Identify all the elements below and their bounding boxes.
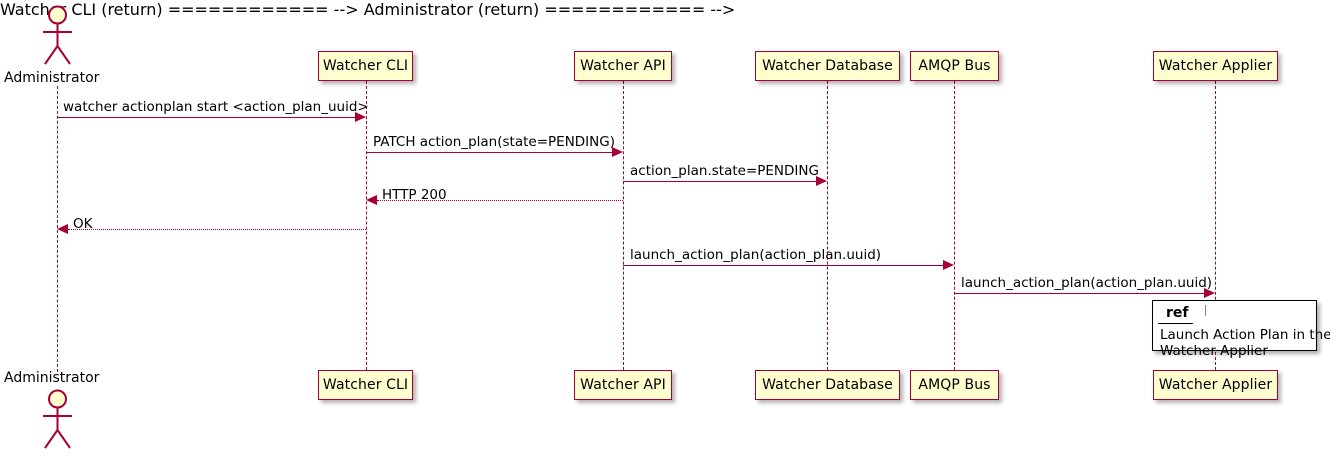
lifeline-watcher-database [827,81,828,370]
lifeline-watcher-cli [366,81,367,370]
message-arrowhead-7 [1204,288,1215,298]
participant-watcher-applier-bottom[interactable]: Watcher Applier [1153,370,1278,400]
participant-watcher-api-top[interactable]: Watcher API [574,51,672,81]
message-arrowhead-1 [355,112,366,122]
message-label-6: launch_action_plan(action_plan.uuid) [630,247,882,263]
actor-label-administrator-top: Administrator [4,70,100,86]
message-line-2 [366,152,612,153]
message-line-4 [377,200,623,201]
actor-stick-figure-icon [43,5,72,65]
participant-amqp-bus-top[interactable]: AMQP Bus [910,51,999,81]
message-line-1 [57,117,355,118]
lifeline-watcher-api [623,81,624,370]
message-arrowhead-2 [612,147,623,157]
message-arrowhead-3 [816,176,827,186]
participant-watcher-applier-top[interactable]: Watcher Applier [1153,51,1278,81]
lifeline-watcher-applier [1215,81,1216,370]
message-arrowhead-4 [366,195,377,205]
participant-watcher-cli-top[interactable]: Watcher CLI [318,51,413,81]
message-label-2: PATCH action_plan(state=PENDING) [373,134,615,150]
message-line-3 [623,181,816,182]
message-label-5: OK [73,216,93,232]
ref-fragment-box[interactable]: ref Launch Action Plan in the Watcher Ap… [1152,300,1330,359]
message-label-3: action_plan.state=PENDING [630,163,819,179]
ref-fragment-text: Launch Action Plan in the Watcher Applie… [1160,327,1330,359]
participant-watcher-cli-bottom[interactable]: Watcher CLI [318,370,413,400]
participant-watcher-database-top[interactable]: Watcher Database [755,51,900,81]
message-label-1: watcher actionplan start <action_plan_uu… [63,99,369,115]
message-arrowhead-6 [943,260,954,270]
message-arrowhead-5 [57,224,68,234]
participant-amqp-bus-bottom[interactable]: AMQP Bus [910,370,999,400]
participant-watcher-database-bottom[interactable]: Watcher Database [755,370,900,400]
ref-fragment-keyword: ref [1158,305,1206,324]
message-line-6 [623,265,943,266]
message-label-7: launch_action_plan(action_plan.uuid) [961,275,1213,291]
participant-watcher-api-bottom[interactable]: Watcher API [574,370,672,400]
actor-administrator-top [36,4,80,70]
lifeline-amqp-bus [954,81,955,370]
actor-label-administrator-bottom: Administrator [4,370,100,386]
message-line-5 [68,229,366,230]
actor-administrator-bottom [36,388,80,454]
message-label-4: HTTP 200 [382,187,447,203]
actor-stick-figure-icon [43,389,72,449]
message-line-7 [954,293,1204,294]
